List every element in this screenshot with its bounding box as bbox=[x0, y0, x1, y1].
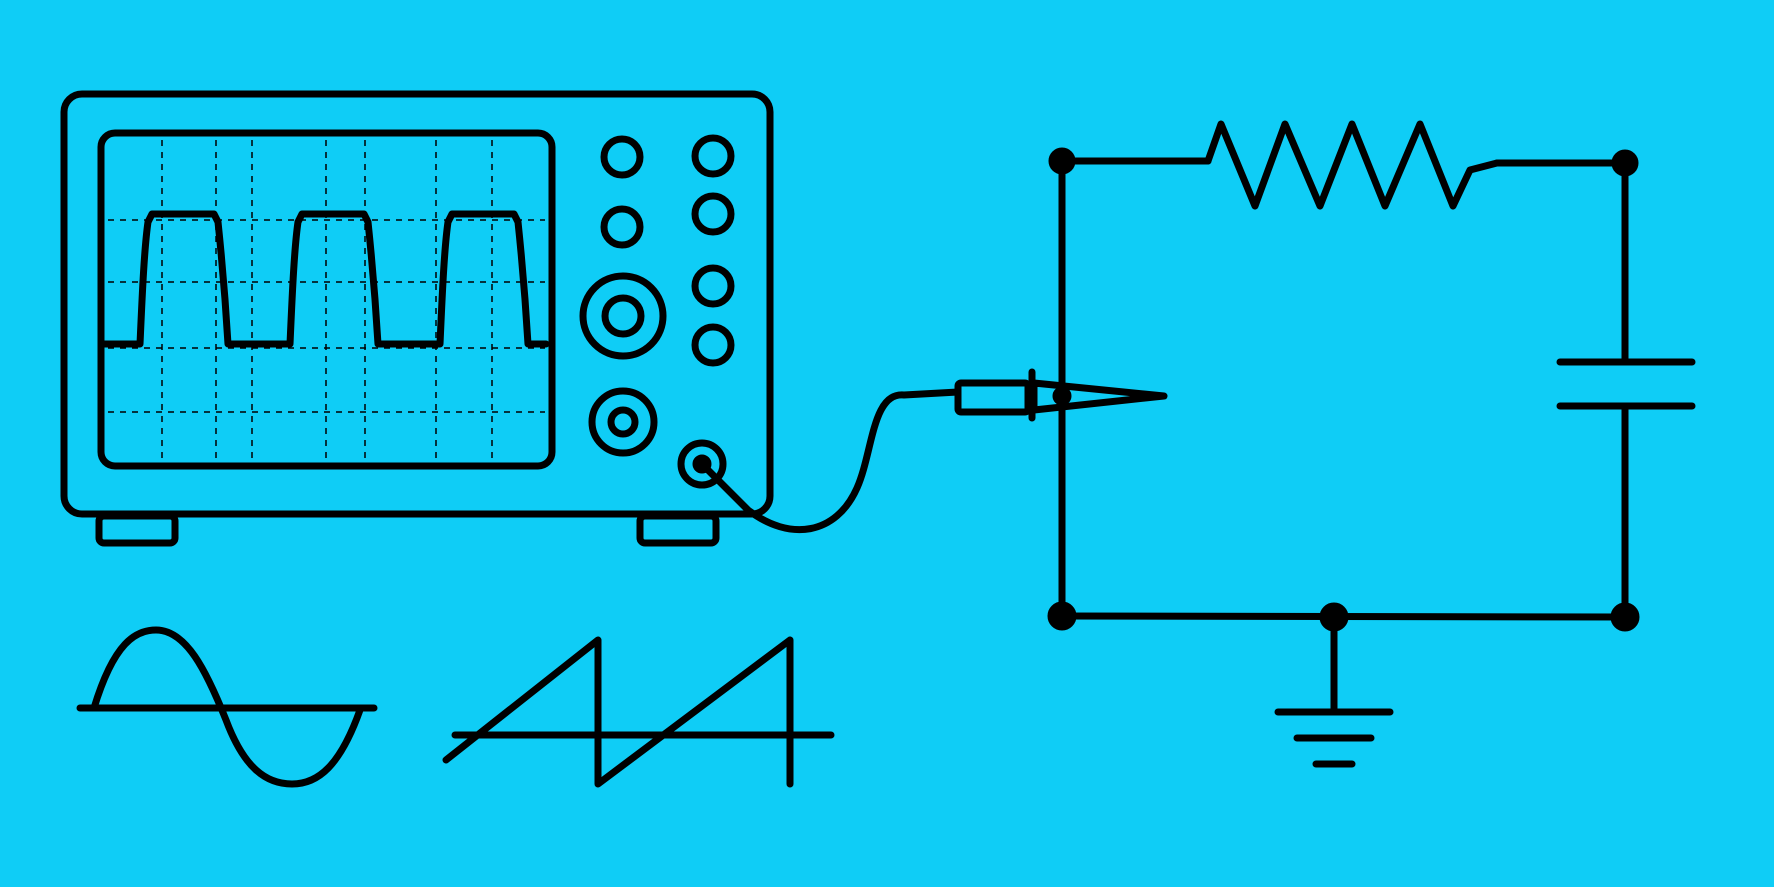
node-bottom-right bbox=[1610, 602, 1640, 632]
knob-small-2 bbox=[691, 134, 735, 178]
sine-wave-icon bbox=[76, 626, 378, 788]
oscilloscope-screen bbox=[97, 129, 556, 470]
knob-small-1 bbox=[600, 135, 644, 179]
knob-large-1-outer bbox=[579, 272, 667, 360]
node-bottom-middle bbox=[1319, 602, 1349, 632]
probe-tip bbox=[1030, 379, 1168, 414]
node-probe-point bbox=[1052, 386, 1072, 406]
circuit bbox=[1047, 120, 1696, 768]
knob-small-3 bbox=[600, 205, 644, 249]
knob-small-4 bbox=[691, 192, 735, 236]
resistor bbox=[1204, 120, 1501, 210]
oscilloscope-foot-left bbox=[95, 512, 179, 547]
probe-handle bbox=[954, 379, 1032, 416]
knob-large-2-inner bbox=[607, 406, 639, 438]
probe-cable bbox=[698, 388, 962, 534]
junction-nodes bbox=[1047, 147, 1640, 632]
node-bottom-left bbox=[1047, 601, 1077, 631]
sawtooth-wave-icon bbox=[442, 636, 835, 788]
oscilloscope bbox=[60, 90, 774, 547]
oscilloscope-foot-right bbox=[636, 512, 720, 547]
probe-jack bbox=[677, 439, 727, 489]
square-wave-trace bbox=[100, 210, 550, 348]
knob-large-1-inner bbox=[601, 294, 645, 338]
probe bbox=[954, 368, 1168, 422]
sine-curve bbox=[90, 626, 364, 788]
knob-small-5 bbox=[691, 264, 735, 308]
control-knobs bbox=[579, 134, 735, 489]
sawtooth-curve bbox=[442, 636, 794, 788]
knob-large-2-outer bbox=[588, 387, 658, 457]
oscilloscope-body bbox=[60, 90, 774, 518]
knob-small-6 bbox=[691, 323, 735, 367]
probe-jack-center bbox=[692, 454, 712, 474]
node-top-right bbox=[1611, 149, 1639, 177]
node-top-left bbox=[1048, 147, 1076, 175]
screen-grid bbox=[108, 140, 545, 460]
